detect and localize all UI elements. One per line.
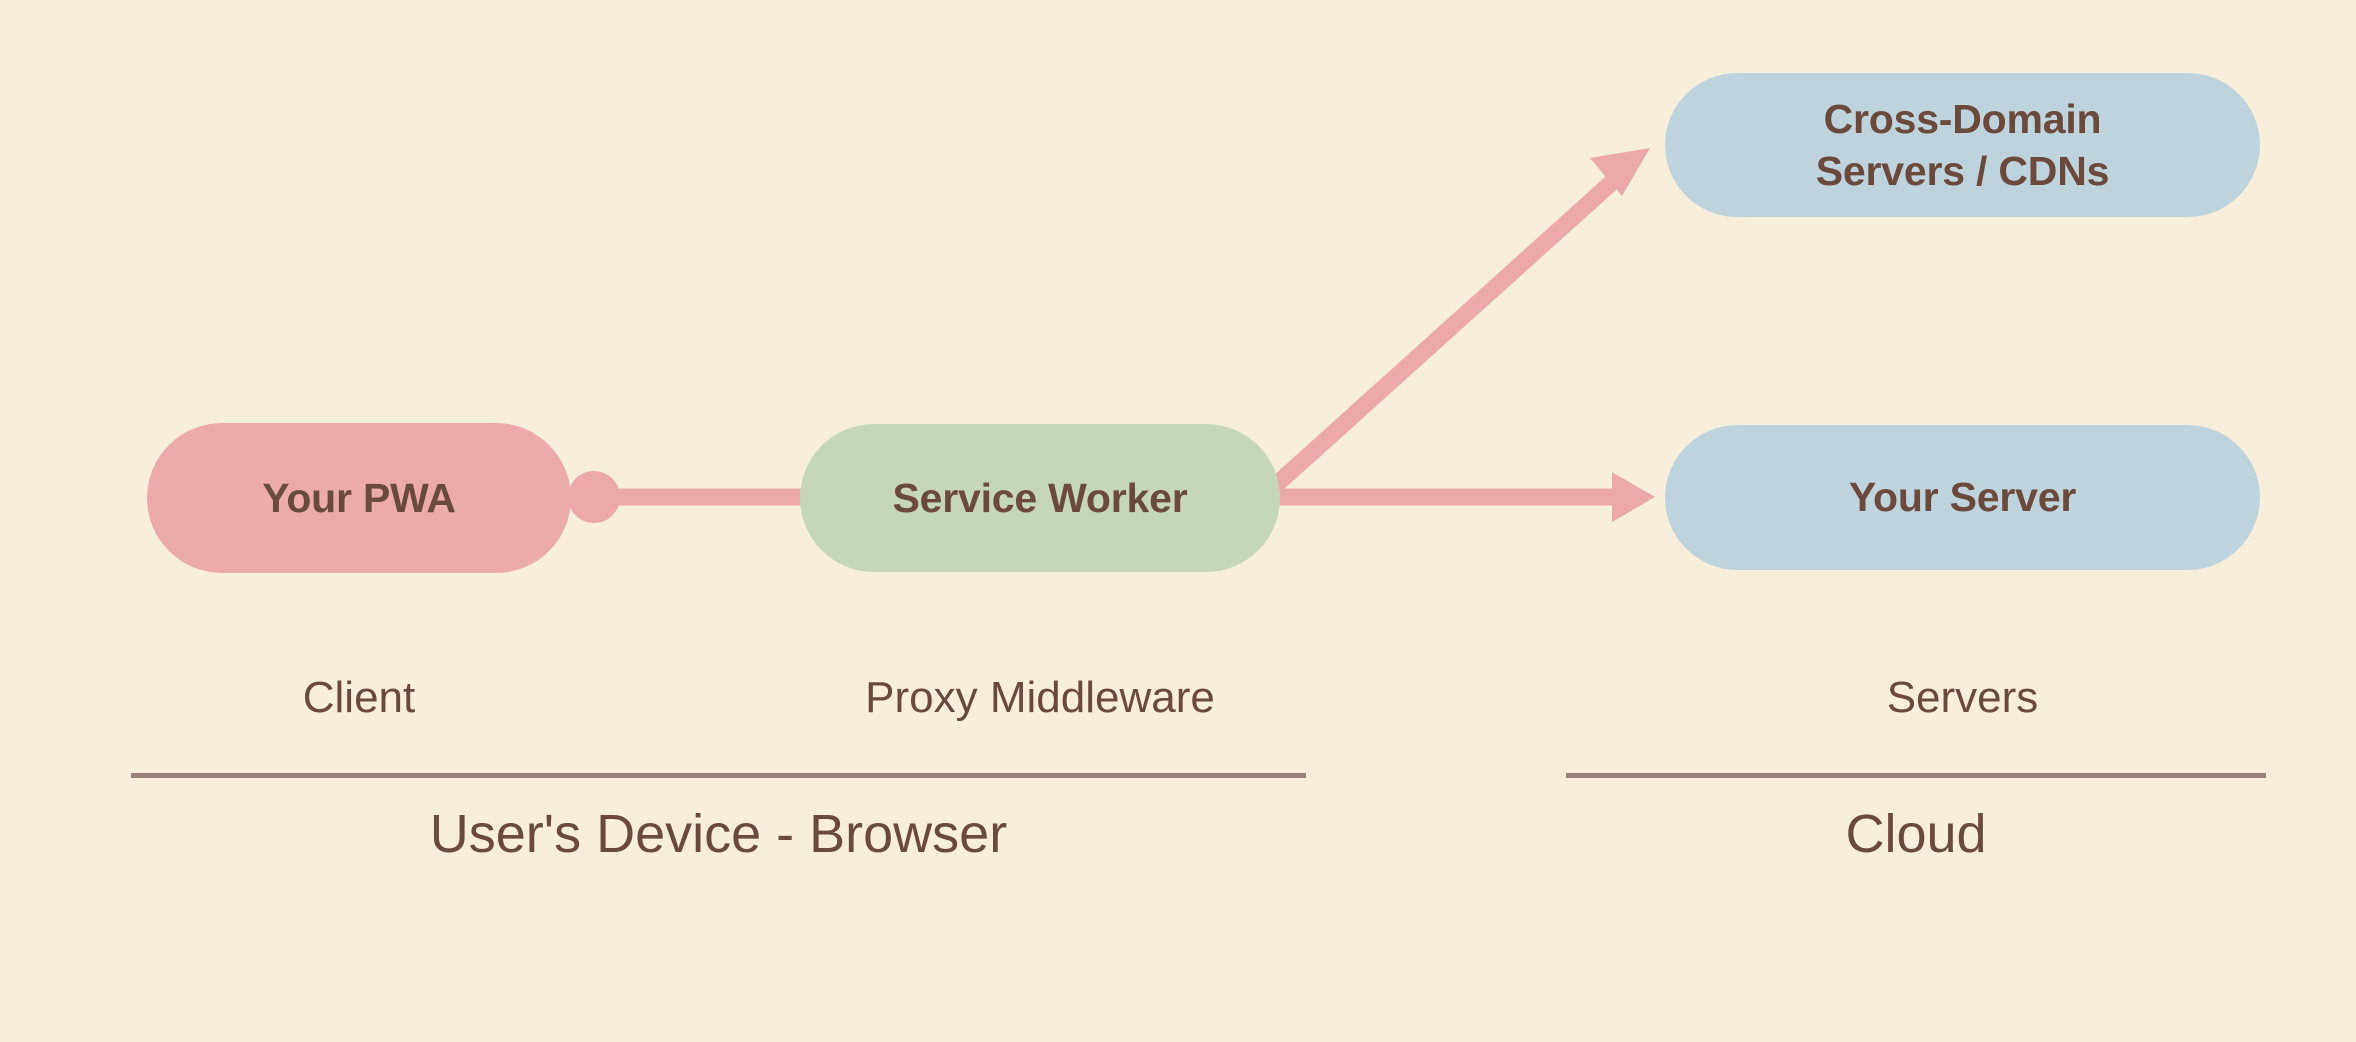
connector-line-sw-cdn	[1262, 168, 1626, 499]
connector-service-worker-to-your-server	[1272, 472, 1655, 522]
zone-label-servers: Servers	[1886, 673, 2039, 722]
zone-label-proxy-middleware: Proxy Middleware	[865, 673, 1215, 722]
connector-service-worker-to-cross-domain	[1262, 148, 1650, 499]
node-label-your-server: Your Server	[1848, 474, 2077, 521]
divider-device	[131, 773, 1306, 778]
node-your-pwa[interactable]: Your PWA	[147, 423, 571, 573]
node-service-worker[interactable]: Service Worker	[800, 424, 1280, 572]
node-label-service-worker: Service Worker	[892, 474, 1188, 521]
divider-cloud	[1566, 773, 2266, 778]
arrowhead-icon-cdn	[1590, 148, 1650, 196]
zone-label-client: Client	[302, 673, 416, 722]
node-label-your-pwa: Your PWA	[262, 474, 456, 521]
node-label-cross-domain-servers: Cross-Domain Servers / CDNs	[1815, 95, 2110, 194]
connector-pwa-to-service-worker	[568, 471, 812, 523]
node-your-server[interactable]: Your Server	[1665, 425, 2260, 570]
region-label-users-device: User's Device - Browser	[429, 804, 1008, 864]
connector-dot-pwa	[568, 471, 620, 523]
region-label-cloud: Cloud	[1845, 804, 1987, 864]
arrowhead-icon-server	[1612, 472, 1655, 522]
node-cross-domain-servers[interactable]: Cross-Domain Servers / CDNs	[1665, 73, 2260, 217]
